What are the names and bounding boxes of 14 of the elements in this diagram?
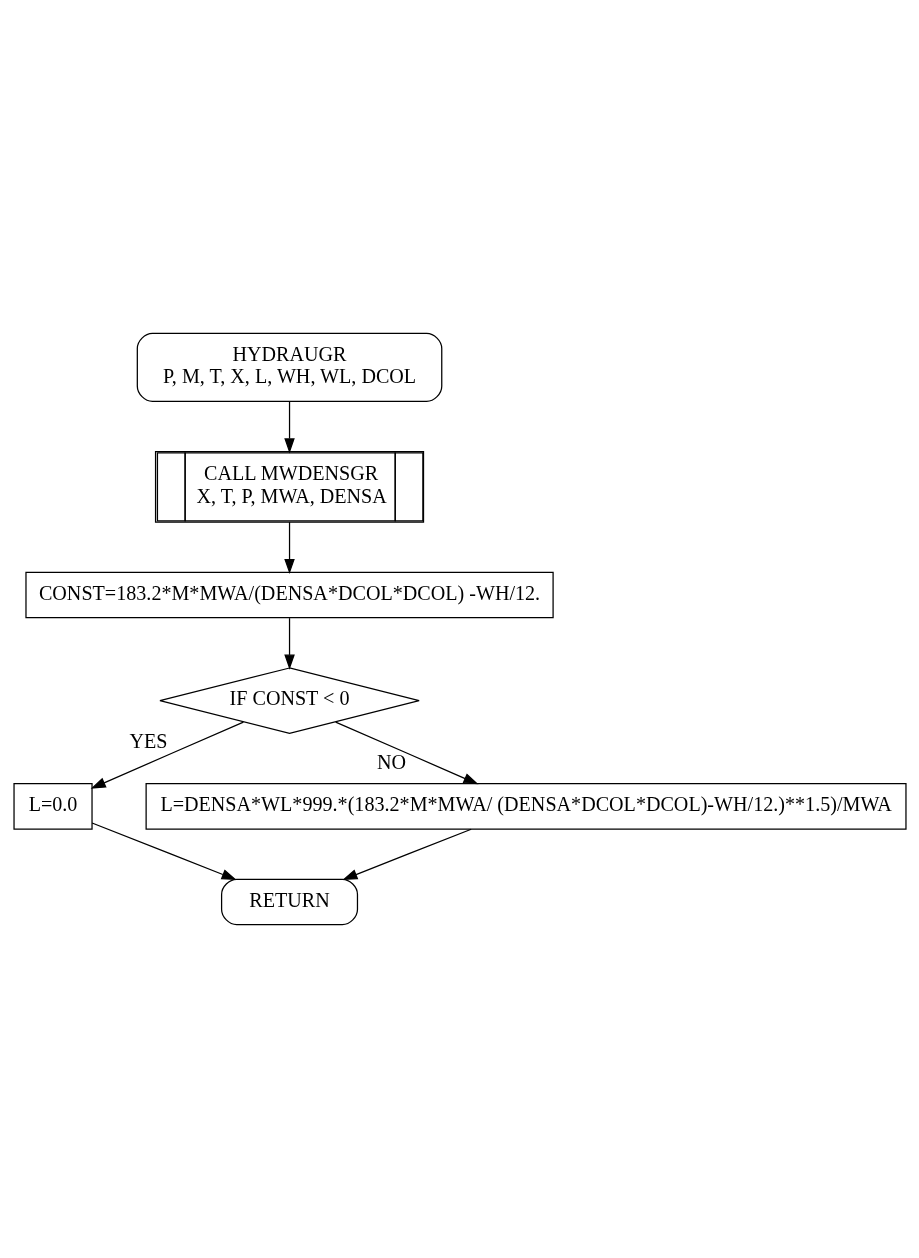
node-box: RETURN xyxy=(220,878,358,926)
node-box: HYDRAUGR P, M, T, X, L, WH, WL, DCOL xyxy=(136,332,442,402)
node-box: L=DENSA*WL*999.*(183.2*M*MWA/ (DENSA*DCOL*DCOL)-WH/12.)**1.5)/MWA xyxy=(145,783,907,830)
arrow xyxy=(283,521,295,575)
node-diamond: IF CONST < 0 xyxy=(158,667,420,735)
node-box: L=0.0 xyxy=(12,783,93,830)
node-box: CONST=183.2*M*MWA/(DENSA*DCOL*DCOL) -WH/12. xyxy=(24,571,554,619)
arrow xyxy=(90,822,237,880)
arrow xyxy=(341,828,472,880)
edge-label: NO xyxy=(376,750,406,773)
arrow xyxy=(334,721,478,785)
arrow xyxy=(90,721,244,789)
arrow xyxy=(283,617,295,670)
arrow xyxy=(283,401,295,454)
